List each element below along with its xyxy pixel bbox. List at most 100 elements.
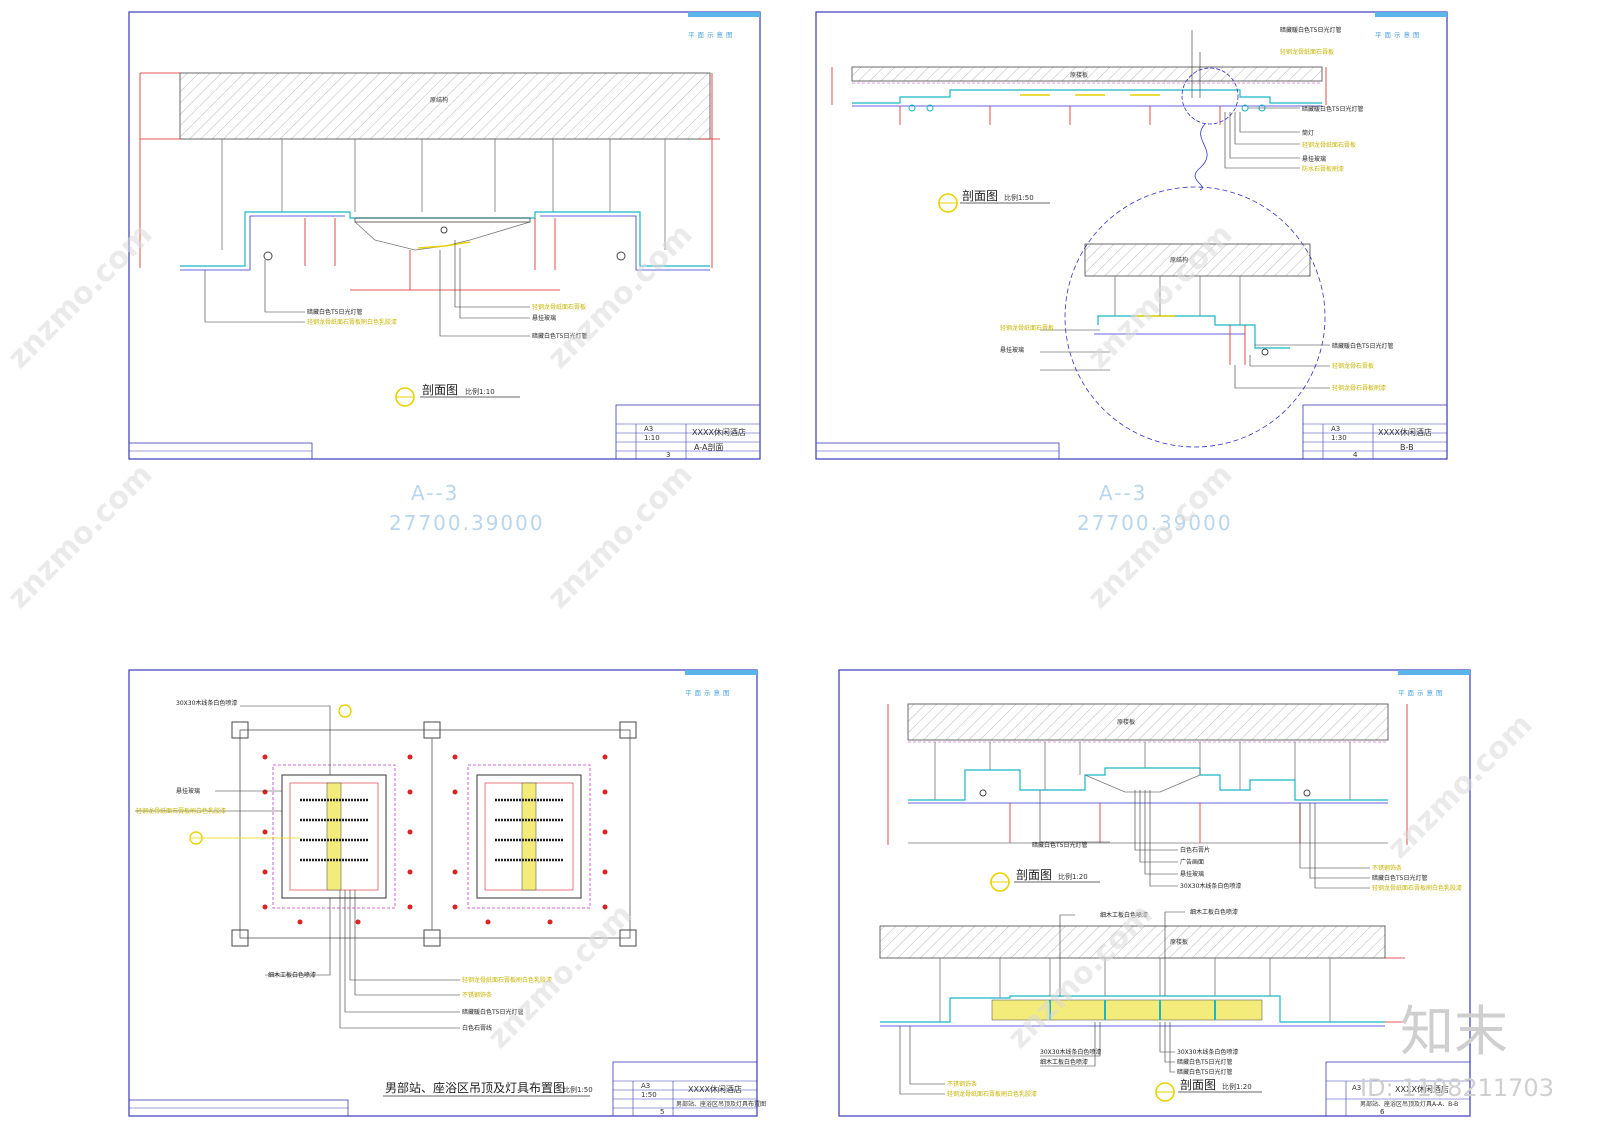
note-7: 暗藏暖白色T5日光灯管 — [462, 1008, 523, 1016]
note-4: 悬挂玻璃 — [532, 314, 556, 322]
annotation-group: 暗藏暖白色T5日光灯管 轻钢龙骨纸面石膏板 暗藏暖白色T5日光灯管 筒灯 轻钢龙… — [1000, 26, 1393, 392]
tb-scale: 1:50 — [641, 1091, 657, 1099]
tb-drawing-name: B-B — [1400, 443, 1414, 452]
note-11: 轻钢龙骨石膏板 — [1332, 362, 1374, 370]
note-bottom-2: 细木工板白色喷漆 — [1190, 908, 1238, 916]
note-bottom-6: 暗藏白色T5日光灯管 — [1177, 1058, 1232, 1066]
section-title-upper: 剖面图 — [1016, 868, 1052, 882]
note-2: 轻钢龙骨纸面石膏板刷白色乳胶漆 — [307, 318, 397, 326]
note-1: 暗藏白色T5日光灯管 — [307, 308, 362, 316]
paper-size-2: A--3 — [1099, 481, 1147, 505]
watermark-1: znzmo.com — [1, 217, 160, 376]
note-9: 悬挂玻璃 — [1000, 346, 1024, 354]
plan-scale: 比例1:50 — [563, 1085, 593, 1094]
tb-sheet-no: 3 — [666, 451, 670, 459]
section-scale: 比例1:10 — [465, 387, 495, 396]
section-marker: 剖面图 比例1:50 — [938, 189, 1050, 213]
annotation-group-upper: 暗藏白色T5日光灯管 白色石膏片 广告画面 悬挂玻璃 30X30木线条白色喷漆 … — [1032, 790, 1462, 892]
tb-project: XXXX休闲酒店 — [1395, 1084, 1449, 1094]
annotation-group: 暗藏白色T5日光灯管 轻钢龙骨纸面石膏板刷白色乳胶漆 轻钢龙骨纸面石膏板 悬挂玻… — [204, 240, 587, 340]
ceiling-profile-upper — [908, 742, 1388, 844]
title-block: A3 6 XXXX休闲酒店 男部站、座浴区吊顶及灯具A-A、B-B — [1325, 1061, 1471, 1117]
ceiling-panel-right — [467, 764, 591, 909]
paper-dims-1: 27700.39000 — [389, 511, 545, 535]
note-top-7: 暗藏白色T5日光灯管 — [1372, 874, 1427, 882]
tb-project: XXXX休闲酒店 — [692, 427, 746, 437]
note-10: 暗藏暖白色T5日光灯管 — [1332, 342, 1393, 350]
tb-drawing-name: 男部站、座浴区吊顶及灯具A-A、B-B — [1360, 1100, 1458, 1108]
sheet-border — [838, 669, 1471, 1117]
slab-label-lower: 原楼板 — [1170, 938, 1188, 946]
paper-size-labels: A--3 27700.39000 A--3 27700.39000 — [389, 481, 1233, 535]
sheet-border — [128, 11, 761, 460]
note-3: 轻钢龙骨纸面石膏板刷白色乳胶漆 — [136, 807, 226, 815]
section-scale-upper: 比例1:20 — [1058, 872, 1088, 881]
section-title-lower: 剖面图 — [1180, 1078, 1216, 1092]
note-1: 暗藏暖白色T5日光灯管 — [1280, 26, 1341, 34]
section-scale: 比例1:50 — [1004, 193, 1034, 202]
note-top-3: 广告画面 — [1180, 858, 1204, 866]
note-top-2: 白色石膏片 — [1180, 846, 1210, 854]
tb-paper: A3 — [644, 425, 653, 433]
note-4: 细木工板白色喷漆 — [268, 971, 316, 979]
title-block: A3 1:10 3 XXXX休闲酒店 A-A剖面 — [128, 404, 761, 460]
note-8: 白色石膏线 — [462, 1024, 492, 1032]
section-title: 剖面图 — [962, 189, 998, 203]
slab-label: 原结构 — [430, 96, 448, 104]
brand-id: ID: 1108211703 — [1360, 1074, 1554, 1102]
detail-slab — [1084, 243, 1311, 277]
section-marker: 剖面图 比例1:10 — [395, 383, 520, 407]
note-6: 不锈钢饰条 — [462, 991, 492, 999]
watermark-8: znzmo.com — [1001, 897, 1160, 1056]
sheet-aa-section: 平面示意图 原结构 — [128, 11, 761, 460]
section-scale-lower: 比例1:20 — [1222, 1082, 1252, 1091]
tb-project: XXXX休闲酒店 — [688, 1084, 742, 1094]
plan-title-group: 男部站、座浴区吊顶及灯具布置图 比例1:50 — [383, 1080, 593, 1097]
note-bottom-9: 轻钢龙骨纸面石膏板刷白色乳胶漆 — [947, 1090, 1037, 1098]
plan-title: 男部站、座浴区吊顶及灯具布置图 — [385, 1080, 565, 1095]
note-bottom-7: 暗藏白色T5日光灯管 — [1177, 1068, 1232, 1076]
sheet-tag: 平面示意图 — [685, 688, 733, 697]
note-5: 暗藏白色T5日光灯管 — [532, 332, 587, 340]
note-bottom-5: 30X30木线条白色喷漆 — [1177, 1048, 1238, 1056]
tb-drawing-name: A-A剖面 — [694, 442, 723, 452]
paper-dims-2: 27700.39000 — [1077, 511, 1233, 535]
annotation-group-lower: 细木工板白色喷漆 细木工板白色喷漆 30X30木线条白色喷漆 细木工板白色喷漆 … — [899, 908, 1238, 1098]
note-5: 轻钢龙骨纸面石膏板 — [1302, 141, 1356, 149]
note-2: 悬挂玻璃 — [176, 787, 200, 795]
sheet-ceiling-plan: 平面示意图 — [128, 669, 766, 1117]
sheet-bb-section: 平面示意图 原楼板 原结构 — [815, 11, 1448, 460]
note-bottom-1: 细木工板白色喷漆 — [1100, 911, 1148, 919]
sheet-corner-mark — [688, 12, 760, 17]
tb-sheet-no: 6 — [1380, 1108, 1385, 1116]
plan-grid — [231, 721, 637, 947]
title-block: A3 1:30 4 XXXX休闲酒店 B-B — [815, 404, 1448, 460]
watermark-9: znzmo.com — [1381, 707, 1540, 866]
annotation-group: 30X30木线条白色喷漆 悬挂玻璃 轻钢龙骨纸面石膏板刷白色乳胶漆 细木工板白色… — [135, 699, 552, 1032]
ceiling-profile — [852, 82, 1322, 125]
brand-name: 知末 — [1400, 1000, 1508, 1063]
note-3: 轻钢龙骨纸面石膏板 — [532, 303, 586, 311]
concrete-slab — [851, 66, 1323, 82]
note-top-8: 轻钢龙骨纸面石膏板刷白色乳胶漆 — [1372, 884, 1462, 892]
note-top-6: 不锈钢饰条 — [1372, 864, 1402, 872]
tb-sheet-no: 4 — [1353, 451, 1358, 459]
dimension-lines — [304, 218, 560, 291]
watermark-5: znzmo.com — [541, 457, 700, 616]
tb-project: XXXX休闲酒店 — [1378, 427, 1432, 437]
note-12: 轻钢龙骨石膏板刷漆 — [1332, 384, 1386, 392]
note-6: 悬挂玻璃 — [1302, 155, 1326, 163]
note-top-5: 30X30木线条白色喷漆 — [1180, 882, 1241, 890]
paper-size-1: A--3 — [411, 481, 459, 505]
sheet-tag: 平面示意图 — [688, 30, 736, 39]
sheet-corner-mark — [1375, 12, 1447, 17]
detail-slab-label: 原结构 — [1170, 256, 1188, 264]
tb-drawing-name: 男部站、座浴区吊顶及灯具布置图 — [676, 1100, 766, 1108]
note-3: 暗藏暖白色T5日光灯管 — [1302, 105, 1363, 113]
note-7: 防水石膏板刷漆 — [1302, 165, 1344, 173]
tb-paper: A3 — [641, 1082, 650, 1090]
sheet-double-section: 平面示意图 原楼板 — [838, 669, 1471, 1117]
section-marker-lower: 剖面图 比例1:20 — [1155, 1078, 1262, 1102]
slab-label-upper: 原楼板 — [1117, 718, 1135, 726]
downlight-fixtures — [262, 754, 608, 925]
